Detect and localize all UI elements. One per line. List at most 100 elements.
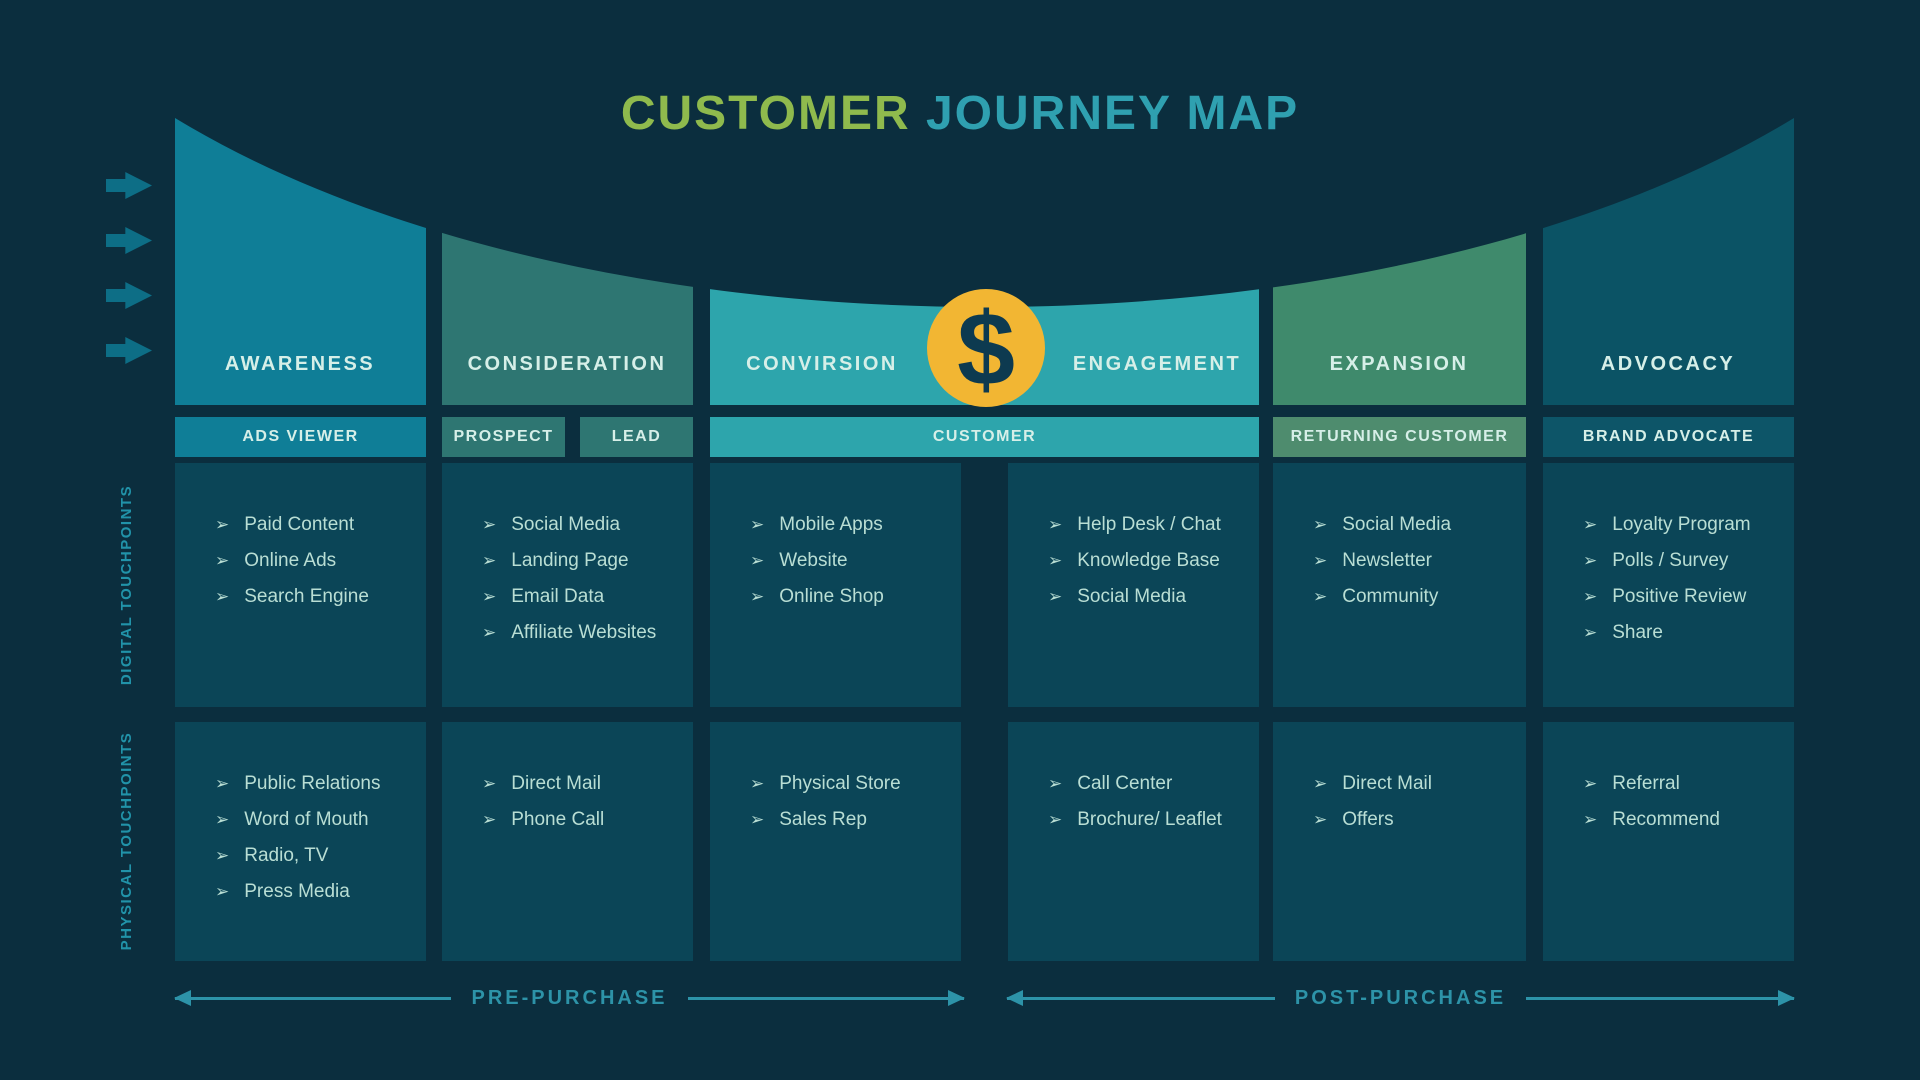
touchpoint-list: ➢Direct Mail ➢Offers <box>1313 766 1516 838</box>
physical-cell-conversion: ➢Physical Store ➢Sales Rep <box>710 722 961 961</box>
phase-post-purchase: POST-PURCHASE <box>1006 985 1795 1011</box>
arrow-bullet-icon: ➢ <box>750 515 765 534</box>
digital-cell-awareness: ➢Paid Content ➢Online Ads ➢Search Engine <box>175 463 426 707</box>
touchpoint-item: ➢ Loyalty Program <box>1583 507 1784 543</box>
arrow-bullet-icon: ➢ <box>482 515 497 534</box>
arrow-bullet-icon: ➢ <box>1048 810 1063 829</box>
touchpoint-label: Share <box>1612 622 1663 643</box>
arrow-bullet-icon: ➢ <box>482 551 497 570</box>
physical-cell-engagement: ➢Call Center ➢ Brochure/ Leaflet <box>1008 722 1259 961</box>
digital-cell-expansion: ➢Social Media ➢ Newsletter ➢ Community <box>1273 463 1526 707</box>
touchpoint-item: ➢Online Ads <box>215 543 416 579</box>
arrow-bullet-icon: ➢ <box>215 810 230 829</box>
touchpoint-label: Physical Store <box>779 773 901 794</box>
arrow-bullet-icon: ➢ <box>1313 551 1328 570</box>
touchpoint-item: ➢ Community <box>1313 579 1516 615</box>
touchpoint-label: Paid Content <box>244 514 355 535</box>
touchpoint-item: ➢Share <box>1583 615 1784 651</box>
touchpoint-item: ➢Direct Mail <box>482 766 683 802</box>
phase-pre-purchase: PRE-PURCHASE <box>173 985 966 1011</box>
arrow-bullet-icon: ➢ <box>1313 587 1328 606</box>
touchpoint-label: Referral <box>1612 773 1680 794</box>
arrow-bullet-icon: ➢ <box>215 551 230 570</box>
row-label-digital-touchpoints: DIGITAL TOUCHPOINTS <box>118 484 135 686</box>
persona-bar-customer: CUSTOMER <box>710 417 1259 457</box>
arrow-bullet-icon: ➢ <box>482 774 497 793</box>
physical-cell-consideration: ➢Direct Mail ➢ Phone Call <box>442 722 693 961</box>
touchpoint-label: Knowledge Base <box>1077 550 1220 571</box>
touchpoint-item: ➢Positive Review <box>1583 579 1784 615</box>
arrow-bullet-icon: ➢ <box>215 846 230 865</box>
persona-label: ADS VIEWER <box>242 428 359 445</box>
touchpoint-item: ➢ Paid Content <box>215 507 416 543</box>
page-title-word1: CUSTOMER <box>620 87 911 140</box>
touchpoint-label: Mobile Apps <box>779 514 883 535</box>
touchpoint-label: Brochure/ Leaflet <box>1077 809 1222 830</box>
arrow-bullet-icon: ➢ <box>215 515 230 534</box>
touchpoint-list: ➢Help Desk / Chat ➢ Knowledge Base ➢Socia… <box>1048 507 1249 615</box>
touchpoint-label: Affiliate Websites <box>511 622 657 643</box>
funnel-band: $ <box>175 118 1794 408</box>
touchpoint-label: Phone Call <box>511 809 605 830</box>
arrow-bullet-icon: ➢ <box>750 810 765 829</box>
stage-label-expansion: EXPANSION <box>1329 353 1469 375</box>
touchpoint-list: ➢Physical Store ➢Sales Rep <box>750 766 951 838</box>
touchpoint-label: Radio, TV <box>244 845 329 866</box>
touchpoint-item: ➢Social Media <box>1048 579 1249 615</box>
touchpoint-item: ➢Search Engine <box>215 579 416 615</box>
persona-label: BRAND ADVOCATE <box>1582 428 1755 445</box>
dollar-circle <box>927 289 1045 407</box>
touchpoint-label: Community <box>1342 586 1439 607</box>
left-arrow-icon <box>173 989 452 1006</box>
touchpoint-item: ➢ Knowledge Base <box>1048 543 1249 579</box>
touchpoint-label: Online Shop <box>779 586 884 607</box>
arrow-bullet-icon: ➢ <box>215 774 230 793</box>
persona-bar-ads-viewer: ADS VIEWER <box>175 417 426 457</box>
arrow-bullet-icon: ➢ <box>1048 551 1063 570</box>
touchpoint-list: ➢Direct Mail ➢ Phone Call <box>482 766 683 838</box>
touchpoint-item: ➢Call Center <box>1048 766 1249 802</box>
touchpoint-item: ➢Affiliate Websites <box>482 615 683 651</box>
touchpoint-label: Help Desk / Chat <box>1077 514 1221 535</box>
persona-label: PROSPECT <box>453 428 554 445</box>
touchpoint-label: Polls / Survey <box>1612 550 1729 571</box>
phase-label: POST-PURCHASE <box>1294 986 1507 1009</box>
arrow-bullet-icon: ➢ <box>1583 551 1598 570</box>
touchpoint-label: Social Media <box>1077 586 1187 607</box>
touchpoint-label: Newsletter <box>1342 550 1432 571</box>
touchpoint-list: ➢Call Center ➢ Brochure/ Leaflet <box>1048 766 1249 838</box>
arrow-bullet-icon: ➢ <box>1583 515 1598 534</box>
stage-label-advocacy: ADVOCACY <box>1600 353 1736 375</box>
stage-label-awareness: AWARENESS <box>224 353 376 375</box>
touchpoint-item: ➢Recommend <box>1583 802 1784 838</box>
persona-bar-lead: LEAD <box>580 417 693 457</box>
arrow-bullet-icon: ➢ <box>215 882 230 901</box>
touchpoint-item: ➢Direct Mail <box>1313 766 1516 802</box>
arrow-bullet-icon: ➢ <box>750 551 765 570</box>
touchpoint-item: ➢Help Desk / Chat <box>1048 507 1249 543</box>
dollar-icon: $ <box>957 292 1015 408</box>
touchpoint-list: ➢Social Media ➢ Newsletter ➢ Community <box>1313 507 1516 615</box>
digital-cell-conversion: ➢ Mobile Apps ➢Website ➢ Online Shop <box>710 463 961 707</box>
touchpoint-list: ➢Social Media ➢Landing Page ➢Email Data … <box>482 507 683 651</box>
touchpoint-list: ➢ Mobile Apps ➢Website ➢ Online Shop <box>750 507 951 615</box>
touchpoint-list: ➢ Loyalty Program ➢ Polls / Survey ➢Positi… <box>1583 507 1784 651</box>
stage-label-conversion: CONVIRSION <box>746 353 898 375</box>
touchpoint-label: Recommend <box>1612 809 1720 830</box>
touchpoint-item: ➢ Radio, TV <box>215 838 416 874</box>
touchpoint-label: Offers <box>1342 809 1394 830</box>
right-arrow-icon <box>687 989 966 1006</box>
touchpoint-item: ➢Press Media <box>215 874 416 910</box>
touchpoint-label: Search Engine <box>244 586 369 607</box>
touchpoint-item: ➢Website <box>750 543 951 579</box>
touchpoint-item: ➢Email Data <box>482 579 683 615</box>
touchpoint-label: Loyalty Program <box>1612 514 1751 535</box>
touchpoint-label: Direct Mail <box>1342 773 1432 794</box>
arrow-bullet-icon: ➢ <box>750 774 765 793</box>
digital-cell-consideration: ➢Social Media ➢Landing Page ➢Email Data … <box>442 463 693 707</box>
touchpoint-item: ➢ Brochure/ Leaflet <box>1048 802 1249 838</box>
persona-bar-returning-customer: RETURNING CUSTOMER <box>1273 417 1526 457</box>
row-label-physical-touchpoints: PHYSICAL TOUCHPOINTS <box>118 731 135 951</box>
touchpoint-item: ➢Social Media <box>1313 507 1516 543</box>
right-arrow-icon <box>1526 989 1795 1006</box>
